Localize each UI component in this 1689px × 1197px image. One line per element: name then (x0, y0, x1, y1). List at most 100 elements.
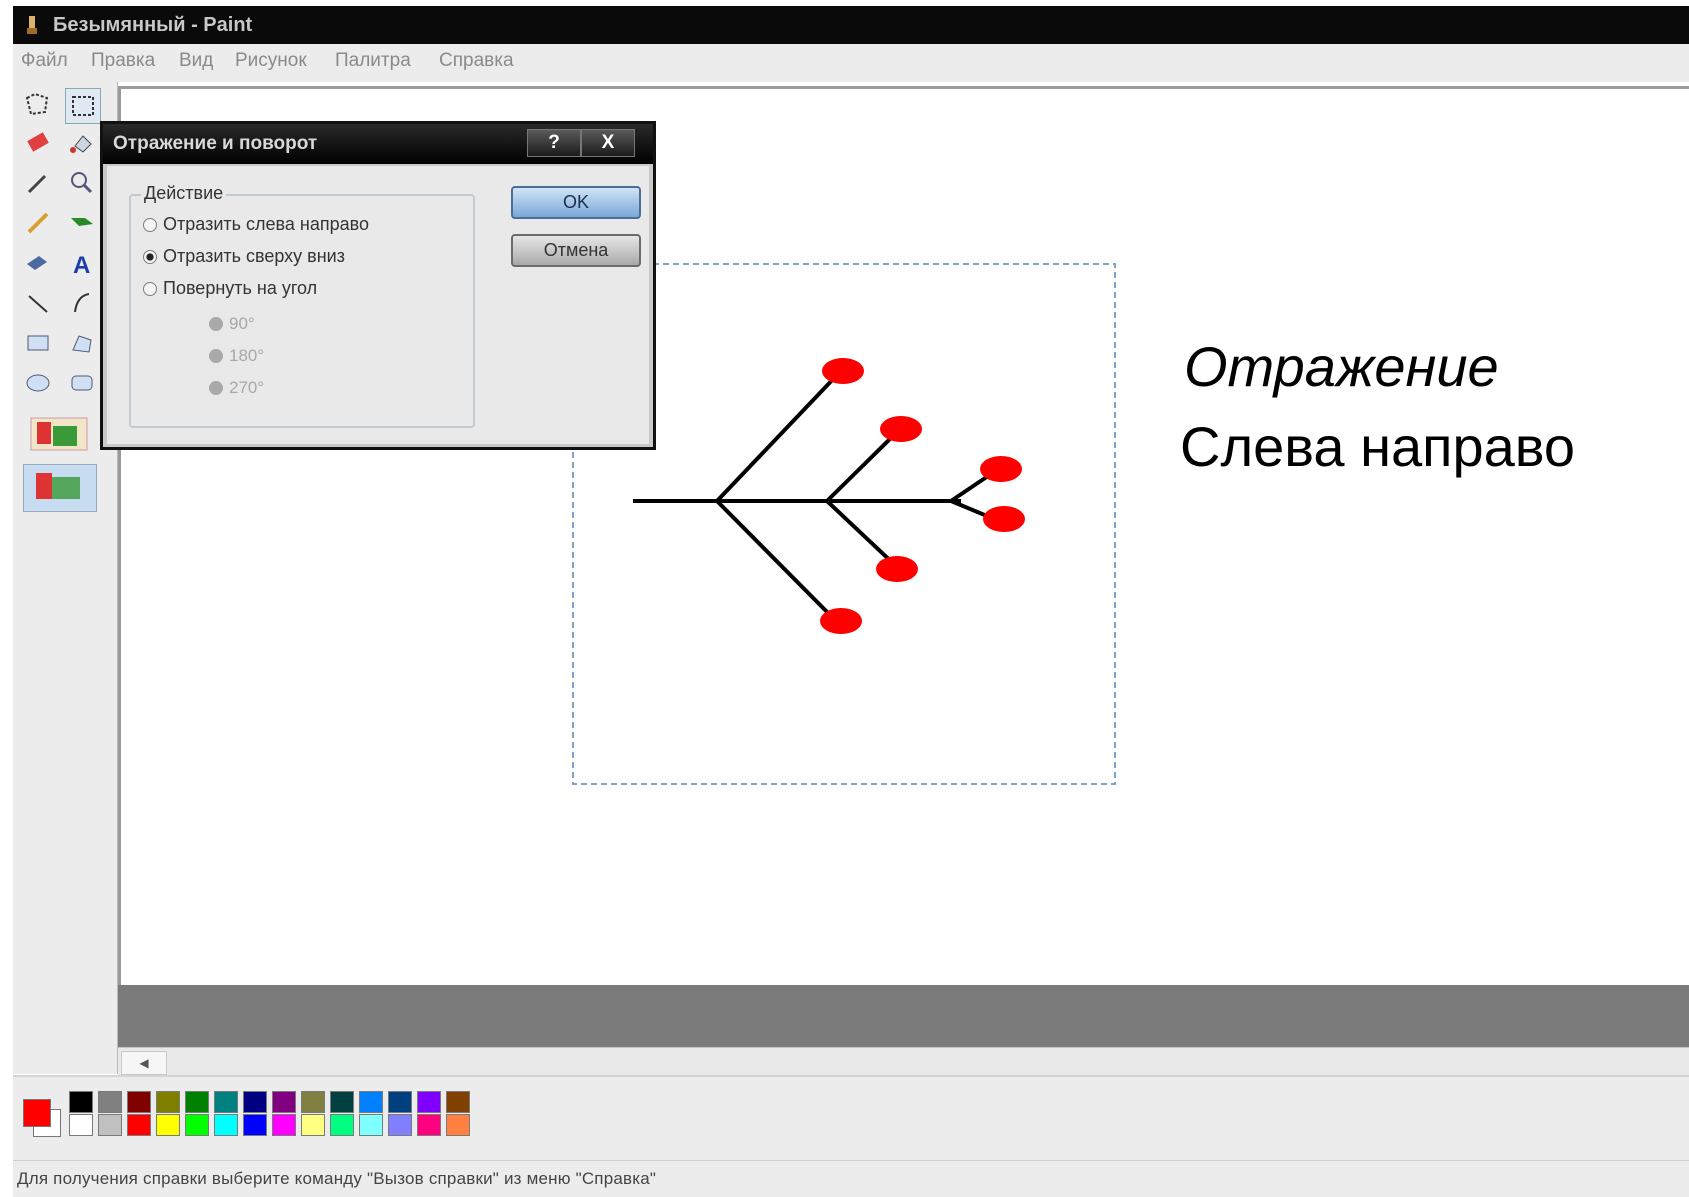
palette-color-swatch[interactable] (359, 1114, 383, 1136)
eraser-icon[interactable] (21, 126, 55, 160)
curve-icon[interactable] (65, 286, 99, 320)
rectangle-icon[interactable] (21, 326, 55, 360)
palette-color-swatch[interactable] (127, 1091, 151, 1113)
palette-color-swatch[interactable] (359, 1091, 383, 1113)
branch-line (825, 430, 899, 503)
angle-90[interactable]: 90° (209, 314, 255, 334)
palette-color-swatch[interactable] (98, 1114, 122, 1136)
cancel-button[interactable]: Отмена (511, 234, 641, 267)
palette-color-swatch[interactable] (272, 1091, 296, 1113)
red-node (880, 416, 922, 442)
palette-color-swatch[interactable] (214, 1114, 238, 1136)
line-icon[interactable] (21, 286, 55, 320)
option-rotate[interactable]: Повернуть на угол (143, 278, 317, 299)
brush-icon[interactable] (65, 206, 99, 240)
radio-disabled-icon (209, 349, 223, 363)
palette-color-swatch[interactable] (185, 1114, 209, 1136)
flip-rotate-dialog: Отражение и поворот ? X Действие Отразит… (100, 121, 656, 450)
status-text: Для получения справки выберите команду "… (17, 1169, 657, 1188)
palette-color-swatch[interactable] (214, 1091, 238, 1113)
help-button[interactable]: ? (527, 129, 581, 157)
rect-select-icon[interactable] (65, 88, 101, 124)
canvas-drawing (572, 263, 1116, 785)
selection-frame (572, 263, 1116, 785)
palette-color-swatch[interactable] (301, 1091, 325, 1113)
svg-text:A: A (73, 252, 90, 279)
caption-subtitle: Слева направо (1180, 415, 1576, 478)
action-group-label: Действие (141, 183, 227, 204)
dialog-title-bar: Отражение и поворот ? X (103, 124, 653, 164)
palette-color-swatch[interactable] (243, 1114, 267, 1136)
window-title: Безымянный - Paint (53, 14, 253, 36)
angle-180[interactable]: 180° (209, 346, 264, 366)
palette-color-swatch[interactable] (243, 1091, 267, 1113)
magnifier-icon[interactable] (65, 166, 99, 200)
airbrush-icon[interactable] (21, 246, 55, 280)
palette-color-swatch[interactable] (127, 1114, 151, 1136)
workspace-background (118, 985, 1689, 1047)
polygon-icon[interactable] (65, 326, 99, 360)
ok-button[interactable]: OK (511, 186, 641, 219)
palette-color-swatch[interactable] (330, 1091, 354, 1113)
radio-icon (143, 218, 157, 232)
current-colors[interactable] (19, 1093, 65, 1143)
palette-color-swatch[interactable] (185, 1091, 209, 1113)
dialog-body: Действие Отразить слева направо Отразить… (107, 166, 649, 444)
menu-view[interactable]: Вид (179, 50, 214, 71)
text-tool-icon[interactable]: A (65, 246, 99, 280)
branch-line (715, 373, 839, 503)
branch-line (825, 499, 899, 569)
palette-color-swatch[interactable] (446, 1091, 470, 1113)
action-group: Действие Отразить слева направо Отразить… (129, 183, 475, 428)
palette-color-swatch[interactable] (156, 1091, 180, 1113)
transparent-mode-icon[interactable] (23, 464, 97, 512)
pencil-icon[interactable] (21, 206, 55, 240)
menu-image[interactable]: Рисунок (235, 50, 307, 71)
dialog-title: Отражение и поворот (113, 133, 318, 154)
option-flip-vertical[interactable]: Отразить сверху вниз (143, 246, 345, 267)
menu-help[interactable]: Справка (439, 50, 514, 71)
color-picker-icon[interactable] (21, 166, 55, 200)
color-palette (13, 1075, 1689, 1162)
close-button[interactable]: X (581, 129, 635, 157)
palette-color-swatch[interactable] (156, 1114, 180, 1136)
menu-bar: Файл Правка Вид Рисунок Палитра Справка (13, 44, 1689, 82)
primary-color-swatch[interactable] (23, 1099, 51, 1127)
red-node (822, 358, 864, 384)
free-select-icon[interactable] (21, 88, 55, 122)
red-node (820, 608, 862, 634)
palette-color-swatch[interactable] (388, 1091, 412, 1113)
palette-color-swatch[interactable] (417, 1091, 441, 1113)
caption-title: Отражение (1184, 335, 1499, 398)
palette-swatches (69, 1091, 489, 1141)
palette-color-swatch[interactable] (98, 1091, 122, 1113)
palette-color-swatch[interactable] (301, 1114, 325, 1136)
palette-color-swatch[interactable] (69, 1114, 93, 1136)
rounded-rect-icon[interactable] (65, 366, 99, 400)
paint-app-icon (23, 14, 41, 36)
menu-file[interactable]: Файл (21, 50, 68, 71)
red-node (980, 456, 1022, 482)
fill-icon[interactable] (65, 126, 99, 160)
palette-color-swatch[interactable] (69, 1091, 93, 1113)
red-node (876, 556, 918, 582)
menu-colors[interactable]: Палитра (335, 50, 411, 71)
title-bar: Безымянный - Paint (13, 6, 1689, 44)
radio-icon (143, 282, 157, 296)
angle-270[interactable]: 270° (209, 378, 264, 398)
palette-color-swatch[interactable] (446, 1114, 470, 1136)
palette-color-swatch[interactable] (330, 1114, 354, 1136)
red-node (983, 506, 1025, 532)
ellipse-icon[interactable] (21, 366, 55, 400)
palette-color-swatch[interactable] (272, 1114, 296, 1136)
option-flip-horizontal[interactable]: Отразить слева направо (143, 214, 369, 235)
opaque-mode-icon[interactable] (27, 414, 91, 454)
palette-color-swatch[interactable] (388, 1114, 412, 1136)
branch-line (715, 499, 839, 624)
scroll-left-icon[interactable]: ◀ (121, 1051, 167, 1075)
radio-disabled-icon (209, 381, 223, 395)
horizontal-scrollbar[interactable]: ◀ (118, 1047, 1689, 1076)
status-bar: Для получения справки выберите команду "… (13, 1160, 1689, 1197)
palette-color-swatch[interactable] (417, 1114, 441, 1136)
menu-edit[interactable]: Правка (91, 50, 156, 71)
